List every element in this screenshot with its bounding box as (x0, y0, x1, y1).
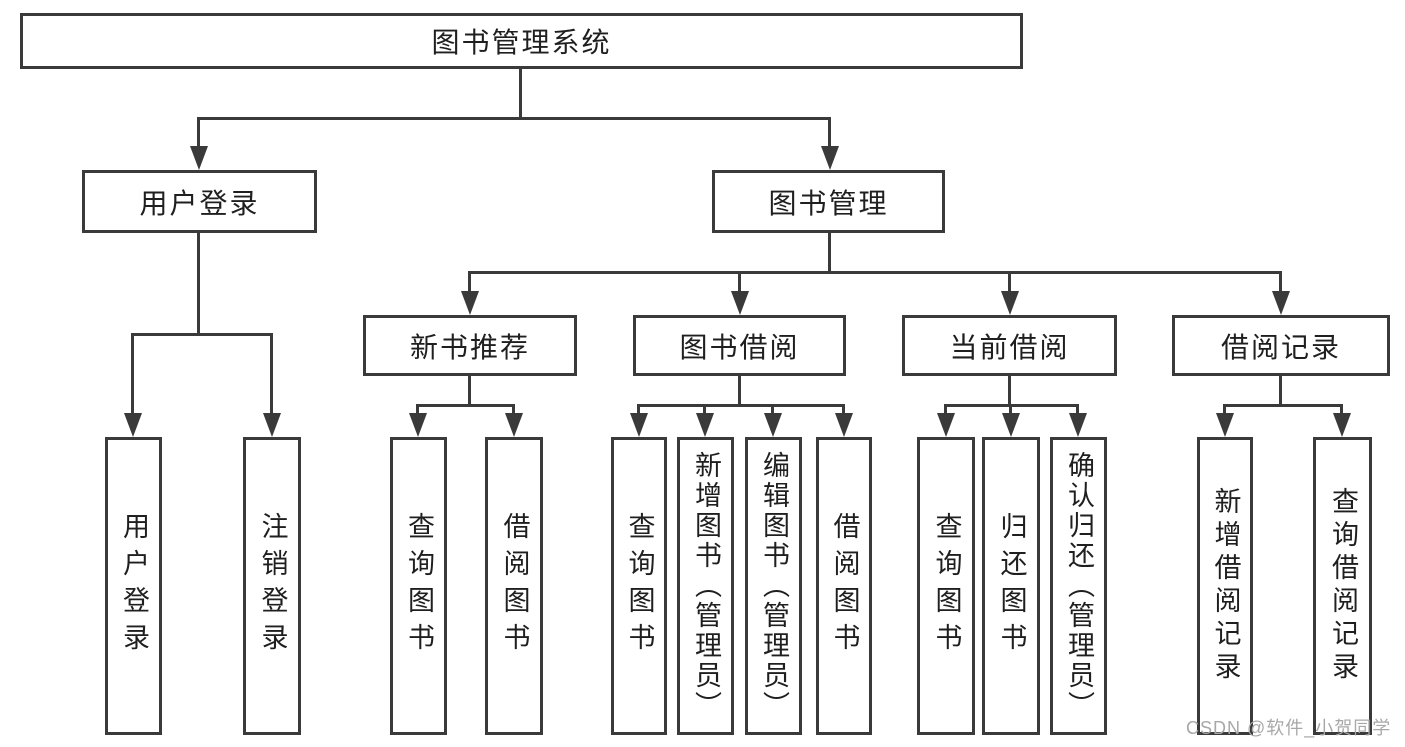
leaf-recommend-borrow-book-label: 借阅图书 (499, 512, 530, 660)
connector-line (944, 404, 947, 413)
leaf-borrow-borrow-book-label: 借阅图书 (829, 512, 860, 660)
connector-line (1008, 271, 1011, 291)
leaf-add-borrow-record: 新增借阅记录 (1197, 437, 1253, 735)
leaf-edit-book-admin-label: 编辑图书（管理员） (759, 451, 789, 721)
connector-line (131, 333, 273, 336)
leaf-add-book-admin-label: 新增图书（管理员） (691, 451, 721, 721)
connector-line (197, 117, 831, 120)
arrow-down-icon (630, 413, 648, 437)
connector-line (519, 69, 522, 120)
connector-line (468, 376, 471, 406)
connector-line (828, 233, 831, 273)
leaf-logout: 注销登录 (243, 437, 301, 735)
arrow-down-icon (124, 413, 142, 437)
connector-line (1008, 376, 1011, 406)
arrow-down-icon (190, 146, 208, 170)
connector-line (270, 333, 273, 413)
node-new-book-recommend-label: 新书推荐 (409, 331, 530, 363)
leaf-add-book-admin: 新增图书（管理员） (677, 437, 734, 735)
node-current-borrow-label: 当前借阅 (949, 331, 1070, 363)
leaf-recommend-query-book-label: 查询图书 (404, 512, 434, 660)
node-root-label: 图书管理系统 (431, 27, 612, 58)
node-current-borrow: 当前借阅 (902, 315, 1117, 376)
arrow-down-icon (1333, 413, 1351, 437)
leaf-logout-label: 注销登录 (257, 512, 288, 660)
arrow-down-icon (937, 413, 955, 437)
leaf-recommend-borrow-book: 借阅图书 (485, 437, 543, 735)
connector-line (703, 404, 706, 413)
leaf-edit-book-admin: 编辑图书（管理员） (745, 437, 802, 735)
arrow-down-icon (461, 291, 479, 315)
leaf-user-login: 用户登录 (105, 437, 162, 735)
connector-line (1279, 376, 1282, 406)
connector-line (1009, 404, 1012, 413)
node-book-borrow-label: 图书借阅 (679, 331, 800, 363)
arrow-down-icon (764, 413, 782, 437)
connector-line (1076, 404, 1079, 413)
arrow-down-icon (731, 291, 749, 315)
node-book-management-label: 图书管理 (768, 187, 889, 219)
leaf-borrow-borrow-book: 借阅图书 (816, 437, 872, 735)
leaf-current-query-book: 查询图书 (917, 437, 975, 735)
leaf-query-borrow-record-label: 查询借阅记录 (1328, 487, 1358, 685)
leaf-return-book-label: 归还图书 (996, 512, 1027, 660)
connector-line (738, 376, 741, 406)
leaf-user-login-label: 用户登录 (119, 512, 149, 660)
node-user-login-label: 用户登录 (139, 187, 260, 219)
node-book-borrow: 图书借阅 (633, 315, 846, 376)
leaf-add-borrow-record-label: 新增借阅记录 (1210, 487, 1241, 685)
connector-line (1279, 271, 1282, 291)
node-new-book-recommend: 新书推荐 (363, 315, 577, 376)
connector-line (637, 404, 640, 413)
arrow-down-icon (505, 413, 523, 437)
connector-line (842, 404, 845, 413)
connector-line (468, 271, 471, 291)
csdn-watermark: CSDN @软件_小贺同学 (1186, 718, 1392, 738)
leaf-confirm-return-admin: 确认归还（管理员） (1050, 437, 1107, 735)
node-borrow-record: 借阅记录 (1172, 315, 1390, 376)
connector-line (131, 333, 134, 413)
connector-line (197, 233, 200, 335)
connector-line (468, 271, 1282, 274)
node-user-login: 用户登录 (82, 170, 317, 233)
arrow-down-icon (409, 413, 427, 437)
connector-line (828, 117, 831, 146)
arrow-down-icon (1272, 291, 1290, 315)
connector-line (416, 404, 419, 413)
leaf-return-book: 归还图书 (982, 437, 1040, 735)
leaf-confirm-return-admin-label: 确认归还（管理员） (1064, 451, 1094, 721)
arrow-down-icon (696, 413, 714, 437)
arrow-down-icon (263, 413, 281, 437)
connector-line (1340, 404, 1343, 413)
connector-line (1223, 404, 1343, 407)
arrow-down-icon (1002, 413, 1020, 437)
arrow-down-icon (835, 413, 853, 437)
node-book-management: 图书管理 (712, 170, 945, 233)
leaf-recommend-query-book: 查询图书 (390, 437, 447, 735)
node-borrow-record-label: 借阅记录 (1220, 331, 1341, 363)
arrow-down-icon (1001, 291, 1019, 315)
node-root: 图书管理系统 (20, 13, 1023, 69)
connector-line (512, 404, 515, 413)
leaf-query-borrow-record: 查询借阅记录 (1313, 437, 1372, 735)
connector-line (637, 404, 845, 407)
arrow-down-icon (1216, 413, 1234, 437)
connector-line (197, 117, 200, 146)
leaf-current-query-book-label: 查询图书 (931, 512, 962, 660)
leaf-borrow-query-book-label: 查询图书 (624, 512, 655, 660)
connector-line (1223, 404, 1226, 413)
arrow-down-icon (1069, 413, 1087, 437)
leaf-borrow-query-book: 查询图书 (611, 437, 667, 735)
arrow-down-icon (821, 146, 839, 170)
connector-line (416, 404, 515, 407)
connector-line (771, 404, 774, 413)
connector-line (738, 271, 741, 291)
